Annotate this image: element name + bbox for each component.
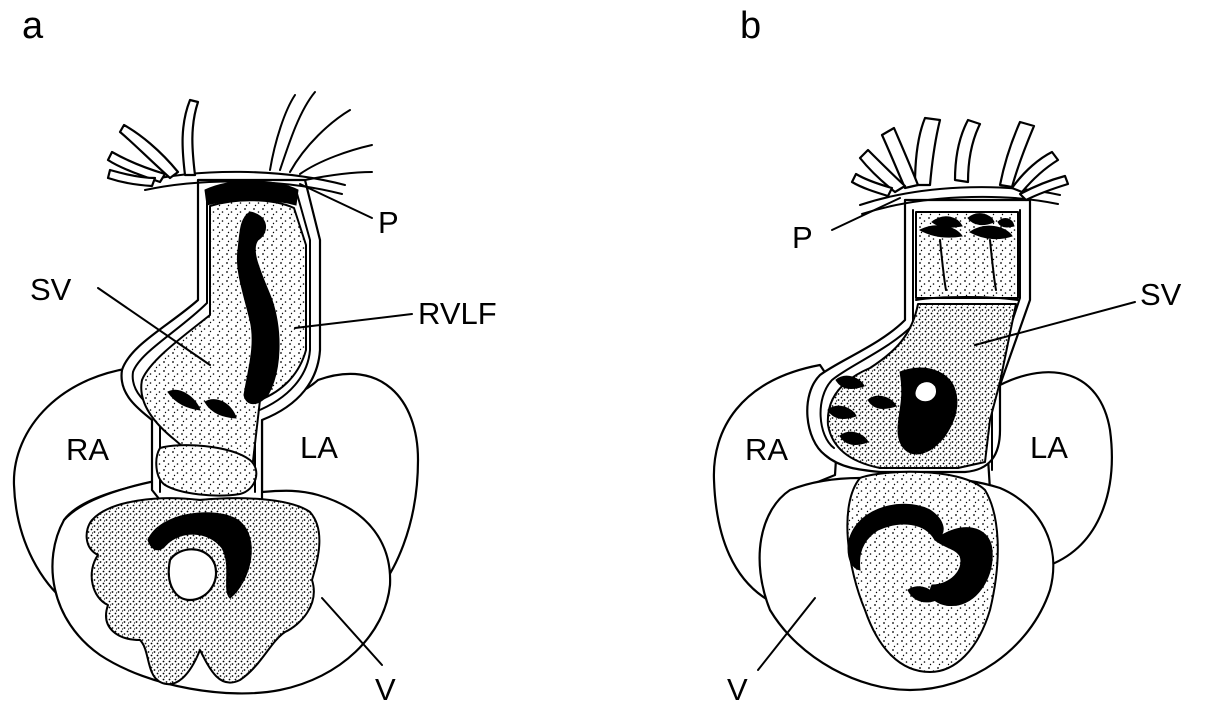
panel-a-label-P: P xyxy=(378,205,399,240)
panel-b-ring-valve xyxy=(914,381,937,402)
panel-a-label-RA: RA xyxy=(66,432,109,467)
panel-b-letter: b xyxy=(740,5,761,47)
panel-b-label-P: P xyxy=(792,220,813,255)
panel-a: a xyxy=(14,5,497,702)
panel-a-ventricle-white-core xyxy=(169,549,216,600)
panel-b-label-SV: SV xyxy=(1140,277,1182,312)
panel-b: b xyxy=(714,5,1182,702)
panel-b-label-RA: RA xyxy=(745,432,788,467)
panel-a-label-RVLF: RVLF xyxy=(418,296,497,331)
panel-b-label-LA: LA xyxy=(1030,430,1068,465)
panel-a-label-LA: LA xyxy=(300,430,338,465)
panel-b-label-V: V xyxy=(727,672,748,702)
panel-a-label-SV: SV xyxy=(30,272,72,307)
panel-a-label-V: V xyxy=(375,672,396,702)
panel-a-letter: a xyxy=(22,5,44,47)
